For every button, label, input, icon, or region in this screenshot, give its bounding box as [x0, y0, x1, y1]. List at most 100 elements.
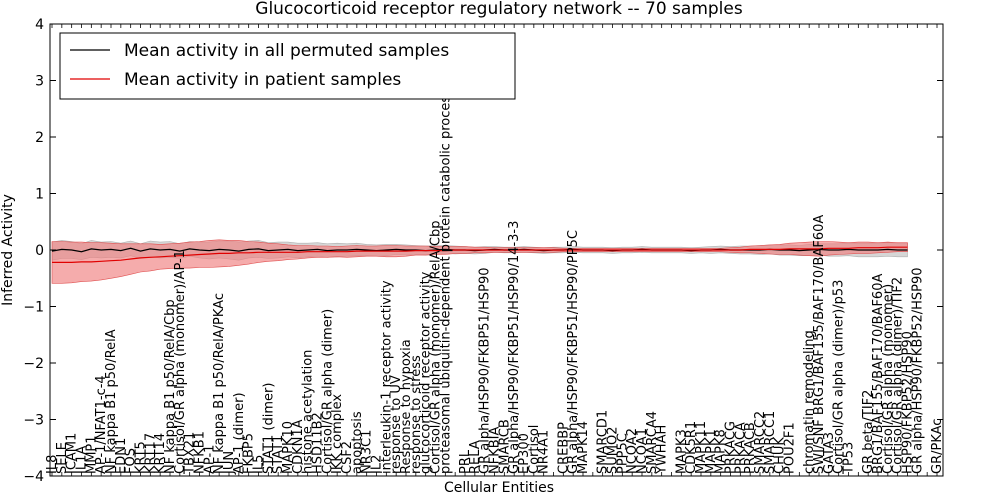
- x-tick-label: NR4A1: [537, 430, 552, 474]
- x-tick-label: IKK complex: [330, 394, 345, 474]
- x-tick-label: glucocorticoid receptor activity: [419, 271, 434, 474]
- x-tick-label: TBX21: [183, 432, 198, 475]
- x-tick-label: PPP5C: [615, 433, 630, 474]
- x-tick-label: KRT17: [143, 433, 158, 474]
- x-tick-label: Cortisol/GR alpha (monomer)/RelA/Cbp: [429, 221, 444, 474]
- x-tick-label: HSP90/FKBP52/HSP90: [901, 331, 916, 474]
- y-tick-label: 1: [35, 187, 44, 203]
- x-tick-label: SELE: [55, 442, 70, 474]
- x-tick-label: GR/PKAc: [930, 419, 945, 474]
- legend-label-permuted: Mean activity in all permuted samples: [124, 41, 449, 61]
- x-tick-label: STAT1 (dimer): [261, 383, 276, 474]
- x-tick-label: PRL: [458, 449, 473, 474]
- x-tick-label: Cortisol/GR alpha (dimer)/p53: [832, 280, 847, 474]
- x-tick-label: NF kappa B1 p50/RelA/Cbp: [163, 299, 178, 474]
- x-tick-label: GR alpha/HSP90/FKBP51/HSP90: [478, 267, 493, 474]
- x-tick-label: NR3C1: [360, 430, 375, 474]
- x-tick-label: JUN: [222, 451, 237, 475]
- x-tick-label: TP53: [842, 442, 857, 475]
- x-tick-label: MAPK14: [576, 421, 591, 474]
- x-tick-label: IL2: [370, 455, 385, 474]
- patient-mean-line: [52, 246, 908, 263]
- x-tick-label: NFKB1: [193, 431, 208, 474]
- x-tick-label: SMARCB: [497, 419, 512, 474]
- y-tick-label: −3: [23, 413, 44, 429]
- x-tick-label: FKBP5: [242, 433, 257, 474]
- legend: Mean activity in all permuted samples Me…: [59, 32, 516, 100]
- x-tick-label: Cortisol/GR alpha (monomer): [881, 284, 896, 474]
- x-tick-label: GATA3: [822, 432, 837, 474]
- x-tick-label: GR beta/TIF2: [861, 390, 876, 474]
- x-tick-label: SUMO2: [606, 427, 621, 475]
- x-tick-label: SMARCD1: [596, 410, 611, 474]
- x-tick-label: interleukin-1 receptor activity: [379, 280, 394, 474]
- x-tick-label: Cortisol/GR alpha (monomer)/AP-1: [173, 250, 188, 474]
- x-tick-label: POU2F1: [783, 422, 798, 474]
- x-tick-label: Cortisol/GR alpha (dimer)/TIF2: [891, 277, 906, 474]
- x-tick-label: PRKACA: [733, 422, 748, 474]
- x-tick-label: PRKACB: [743, 422, 758, 474]
- x-tick-label: YWHAH: [655, 425, 670, 475]
- y-tick-label: 3: [35, 74, 44, 90]
- chart-title: Glucocorticoid receptor regulatory netwo…: [255, 0, 743, 19]
- x-tick-label: KRT5: [134, 441, 149, 474]
- y-tick-label: −4: [23, 469, 44, 485]
- x-tick-label: Cortisol/GR alpha (dimer): [320, 309, 335, 474]
- x-tick-label: response to UV: [389, 375, 404, 474]
- x-tick-label: MAPK11: [694, 421, 709, 474]
- y-axis-label: Inferred Activity: [0, 194, 16, 306]
- x-tick-label: FOS: [124, 448, 139, 474]
- x-tick-label: IL1A: [75, 446, 90, 474]
- x-tick-label: MAPK3: [674, 429, 689, 474]
- x-tick-label: histone acetylation: [301, 350, 316, 474]
- y-tick-label: −2: [23, 356, 44, 372]
- x-tick-label: EDN1: [114, 438, 129, 474]
- x-tick-label: KRT14: [153, 433, 168, 474]
- x-tick-label: EP300: [517, 433, 532, 474]
- x-tick-label: SMARCC1: [763, 411, 778, 474]
- plot-area: [51, 239, 908, 284]
- x-tick-label: NF kappa B1 p50/RelA/PKAc: [212, 293, 227, 474]
- x-tick-label: NCOA1: [635, 428, 650, 474]
- x-tick-label: GR alpha/HSP90/FKBP51/HSP90/14-3-3: [507, 221, 522, 474]
- y-tick-label: 0: [35, 243, 44, 259]
- x-tick-label: AP-1 (dimer): [232, 392, 247, 474]
- x-tick-label: SMARCC2: [753, 411, 768, 474]
- x-tick-label: HSD11B2: [311, 412, 326, 474]
- x-tick-label: chromatin remodeling: [802, 330, 817, 474]
- x-tick-label: GR alpha/HSP90/FKBP51/HSP90/PP5C: [566, 230, 581, 474]
- x-tick-label: proteasomal ubiquitin-dependent protein …: [438, 89, 453, 474]
- x-tick-label: GR alpha/HSP90/FKBP52/HSP90: [910, 267, 925, 474]
- x-tick-label: NCOA2: [625, 428, 640, 474]
- x-tick-label: MAPK10: [281, 421, 296, 474]
- x-tick-label: response to stress: [409, 355, 424, 474]
- x-tick-label: MAPK8: [714, 429, 729, 474]
- x-tick-label: NF kappa B1 p50/RelA: [104, 329, 119, 474]
- legend-label-patient: Mean activity in patient samples: [124, 70, 401, 90]
- y-tick-label: 2: [35, 130, 44, 146]
- x-tick-label: SMARCA4: [645, 411, 660, 474]
- x-tick-label: AP-1: [202, 445, 217, 474]
- x-tick-label: CDK5R1: [684, 421, 699, 474]
- x-tick-label: CSF2: [340, 441, 355, 474]
- y-tick-label: −1: [23, 300, 44, 316]
- x-tick-label: Response to hypoxia: [399, 339, 414, 474]
- x-tick-label: MAPK1: [704, 429, 719, 474]
- x-tick-label: Cortisol: [527, 425, 542, 474]
- x-tick-label: CREBBP: [556, 422, 571, 474]
- x-tick-label: RELA: [468, 440, 483, 474]
- x-tick-label: STAT1: [271, 435, 286, 474]
- x-tick-label: PRKACG: [724, 421, 739, 474]
- x-tick-label: IL5: [252, 455, 267, 474]
- x-tick-label: SWI/SNF BRG1/BAF155/BAF170/BAF60A: [812, 215, 827, 474]
- x-tick-label: MMP1: [84, 435, 99, 474]
- x-tick-label: AP-1/NFAT1-c-4: [94, 375, 109, 474]
- x-tick-label: ICAM1: [65, 433, 80, 474]
- x-tick-label: IL8: [45, 455, 60, 474]
- x-tick-label: apoptosis: [350, 411, 365, 474]
- x-tick-label: CDKN1A: [291, 419, 306, 474]
- x-tick-label: NFKBIA: [488, 427, 503, 474]
